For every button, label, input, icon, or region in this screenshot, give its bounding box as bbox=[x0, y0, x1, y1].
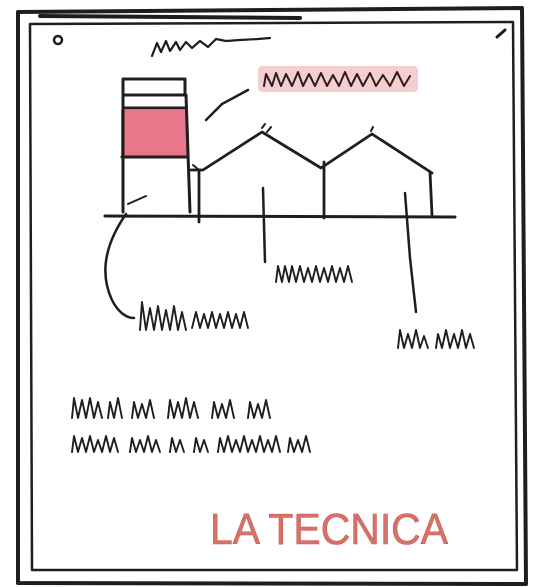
scribble-label-base bbox=[139, 301, 249, 331]
caption-la-tecnica: LA TECNICA bbox=[210, 505, 449, 555]
scribble-label-right bbox=[397, 329, 475, 349]
tower-structure bbox=[120, 77, 192, 214]
tower-red-band bbox=[121, 110, 188, 156]
ground-line bbox=[103, 214, 457, 219]
corner-mark-left bbox=[52, 34, 64, 46]
leader-line-tower bbox=[204, 88, 250, 122]
scribble-paragraph bbox=[71, 397, 311, 453]
leader-line-shed bbox=[261, 186, 267, 264]
corner-mark-right bbox=[495, 28, 507, 39]
ground-tick bbox=[127, 195, 147, 205]
scribble-label-shed bbox=[275, 265, 353, 283]
leader-line-right bbox=[403, 191, 418, 314]
leader-line-base bbox=[104, 212, 136, 320]
scribble-tower-label bbox=[150, 36, 272, 58]
shed-roofs bbox=[188, 123, 434, 224]
card-frame bbox=[16, 6, 528, 586]
scribble-red-label bbox=[263, 71, 411, 87]
